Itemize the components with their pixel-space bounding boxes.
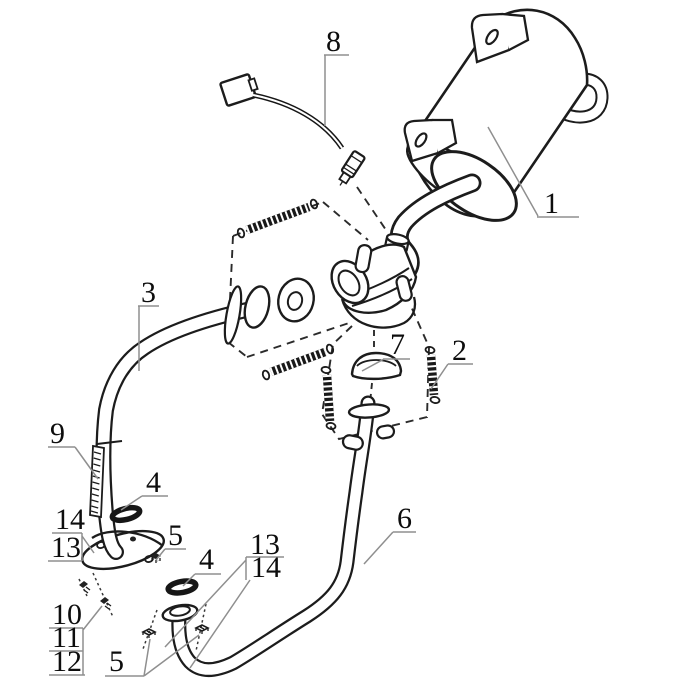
callout-label-4b: 4 [199,543,214,576]
heat-shield [89,440,123,519]
callout-label-11: 11 [52,621,81,654]
callout-labels: 8 1 3 2 7 9 4 14 13 5 4 13 14 6 10 11 12… [50,25,559,678]
callout-label-2: 2 [452,334,467,367]
o2-sensor-body [338,150,366,186]
pipe-hanger-hook [354,244,373,274]
callout-label-9: 9 [50,417,65,450]
pipe-hanger-hook [341,434,364,451]
exhaust-gasket-ring [165,578,199,596]
flange-strap [91,530,164,547]
hanger-loop [223,285,243,345]
stud-bolt [79,581,91,594]
callout-label-7: 7 [390,328,405,361]
stud-bolt [100,597,112,610]
callout-label-5b: 5 [109,645,124,678]
tension-spring [424,346,441,404]
o2-sensor-connector [219,73,259,107]
strap-bolt [130,536,136,542]
pipe-end-flange-disc [243,285,271,329]
pipe-joint-flange [347,403,391,419]
pipe-hanger-hook [395,275,413,302]
callout-label-14b: 14 [251,551,281,584]
o2-sensor-cable [252,92,345,150]
callout-label-5a: 5 [168,519,183,552]
muffler-mount-bracket [470,12,530,64]
callout-label-8: 8 [326,25,341,58]
flange-nut [194,624,210,634]
flange-stud [144,555,154,563]
exhaust-gasket-ring [109,504,143,524]
rear-pipe [171,395,376,678]
leader-lines [48,54,579,677]
sensor-alignment-line [356,186,389,234]
callout-label-1: 1 [544,187,559,220]
callout-label-10: 10 [52,598,82,631]
callout-label-12: 12 [52,645,82,678]
inlet-flange-ring [161,603,199,623]
donut-gasket [277,277,315,323]
muffler-mount-bracket [403,118,458,163]
front-pipe [95,301,259,560]
muffler-inlet-pipe [389,173,482,280]
tension-spring [236,198,319,239]
tension-spring [261,343,335,381]
callout-label-14a: 14 [55,503,85,536]
tension-spring [320,366,337,430]
callout-label-3: 3 [141,276,156,309]
pipe-hanger-hook [375,424,396,440]
flange-nut [141,628,157,638]
callout-label-13b: 13 [250,528,280,561]
callout-label-13a: 13 [51,531,81,564]
callout-label-6: 6 [397,502,412,535]
callout-label-4a: 4 [146,466,161,499]
